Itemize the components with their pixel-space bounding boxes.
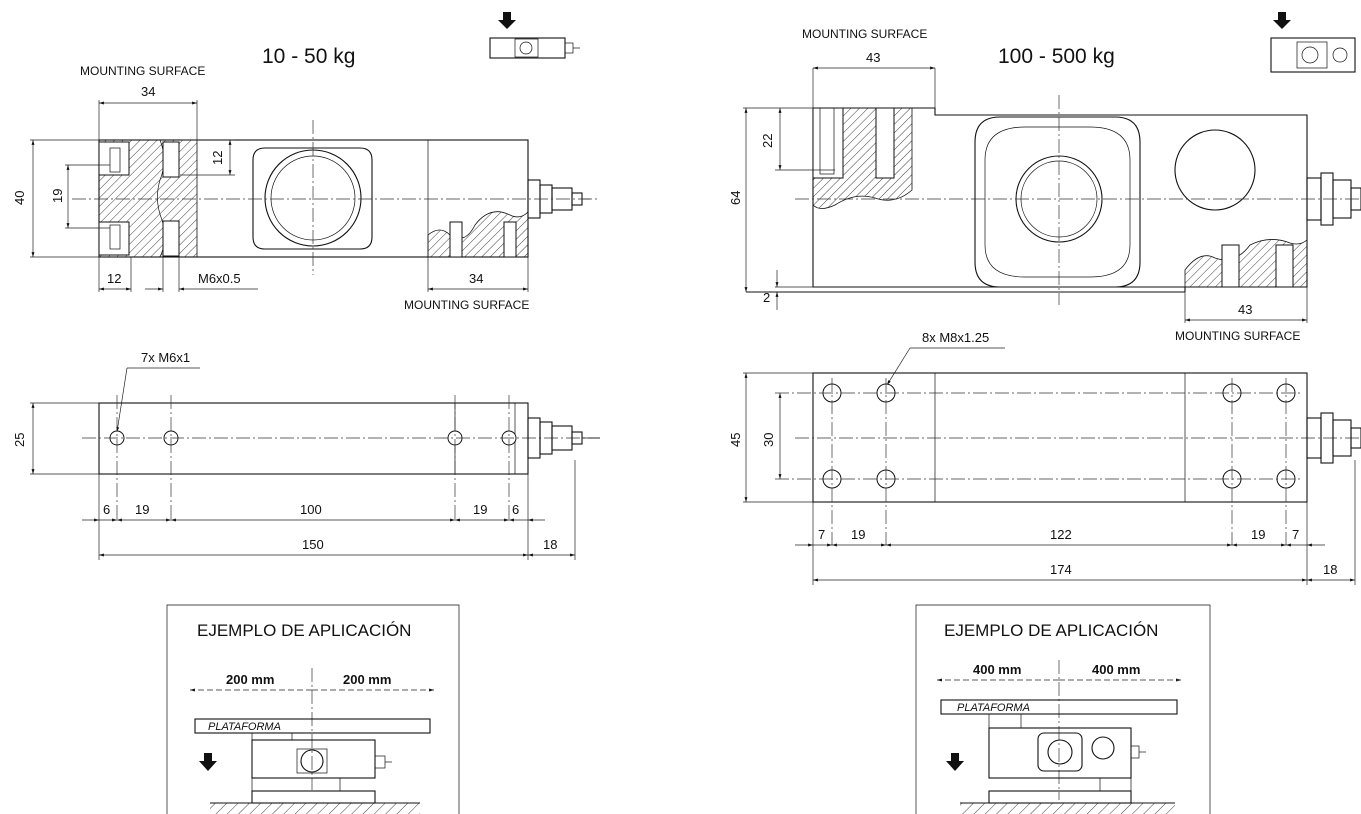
right-dim-top-width: 43 — [866, 50, 880, 65]
left-dim-d5: 6 — [512, 502, 519, 517]
left-dim-bottom-left: 12 — [107, 271, 121, 286]
left-dim-top-height: 25 — [12, 433, 27, 447]
right-example-title: EJEMPLO DE APLICACIÓN — [944, 621, 1158, 640]
left-orientation-icon — [489, 12, 580, 59]
left-dim-top-width: 34 — [141, 84, 155, 99]
left-dim-right-width: 34 — [469, 271, 483, 286]
right-dim-hole-depth: 22 — [760, 134, 775, 148]
left-dim-thread: M6x0.5 — [198, 271, 241, 286]
left-application-example: EJEMPLO DE APLICACIÓN 200 mm 200 mm PLAT… — [166, 604, 460, 814]
right-dim-d3: 122 — [1050, 527, 1072, 542]
right-dim-d1: 7 — [818, 527, 825, 542]
right-dim-height: 64 — [728, 191, 743, 205]
right-dim-right-width: 43 — [1238, 302, 1252, 317]
left-loadcell-side-view: 10 - 50 kg MOUNTING SURFACE — [12, 12, 600, 312]
left-example-title: EJEMPLO DE APLICACIÓN — [197, 621, 411, 640]
right-example-dist-right: 400 mm — [1092, 662, 1140, 677]
left-dim-d2: 19 — [135, 502, 149, 517]
right-example-platform-label: PLATAFORMA — [957, 702, 1030, 714]
left-loadcell-top-view: 7x M6x1 25 6 19 100 19 6 — [12, 350, 600, 560]
left-example-dist-right: 200 mm — [343, 672, 391, 687]
right-loadcell-top-view: 8x M8x1.25 45 30 — [728, 330, 1361, 585]
right-holes-note: 8x M8x1.25 — [922, 330, 989, 345]
right-dim-cable: 18 — [1323, 562, 1337, 577]
right-orientation-icon — [1270, 12, 1356, 73]
right-example-load-arrow-icon — [946, 753, 964, 771]
left-mounting-surface-top-label: MOUNTING SURFACE — [80, 64, 205, 78]
right-dim-d5: 7 — [1292, 527, 1299, 542]
left-dim-d4: 19 — [473, 502, 487, 517]
right-example-dist-left: 400 mm — [973, 662, 1021, 677]
left-dim-total: 150 — [302, 537, 324, 552]
right-dim-total: 174 — [1050, 562, 1072, 577]
right-dim-gap: 2 — [763, 290, 770, 305]
left-dim-cable: 18 — [543, 537, 557, 552]
left-mounting-surface-bottom-label: MOUNTING SURFACE — [404, 298, 529, 312]
left-dim-height: 40 — [12, 191, 27, 205]
right-mounting-surface-bottom-label: MOUNTING SURFACE — [1175, 329, 1300, 343]
right-mounting-surface-top-label: MOUNTING SURFACE — [802, 27, 927, 41]
right-dim-inner: 30 — [761, 433, 776, 447]
left-holes-note: 7x M6x1 — [141, 350, 190, 365]
left-example-dist-left: 200 mm — [226, 672, 274, 687]
left-dim-hole-depth: 12 — [210, 151, 225, 165]
left-example-load-arrow-icon — [199, 753, 217, 771]
right-dim-d2: 19 — [851, 527, 865, 542]
right-dim-top-height: 45 — [728, 433, 743, 447]
right-loadcell-side-view: 100 - 500 kg MOUNTING SURFACE — [728, 12, 1361, 343]
left-capacity-title: 10 - 50 kg — [262, 45, 355, 68]
right-application-example: EJEMPLO DE APLICACIÓN 400 mm 400 mm PLAT… — [915, 604, 1211, 814]
left-dim-d1: 6 — [103, 502, 110, 517]
right-capacity-title: 100 - 500 kg — [998, 45, 1115, 68]
left-example-platform-label: PLATAFORMA — [208, 721, 281, 733]
left-dim-d3: 100 — [300, 502, 322, 517]
right-dim-d4: 19 — [1251, 527, 1265, 542]
left-dim-inner-height: 19 — [50, 189, 65, 203]
